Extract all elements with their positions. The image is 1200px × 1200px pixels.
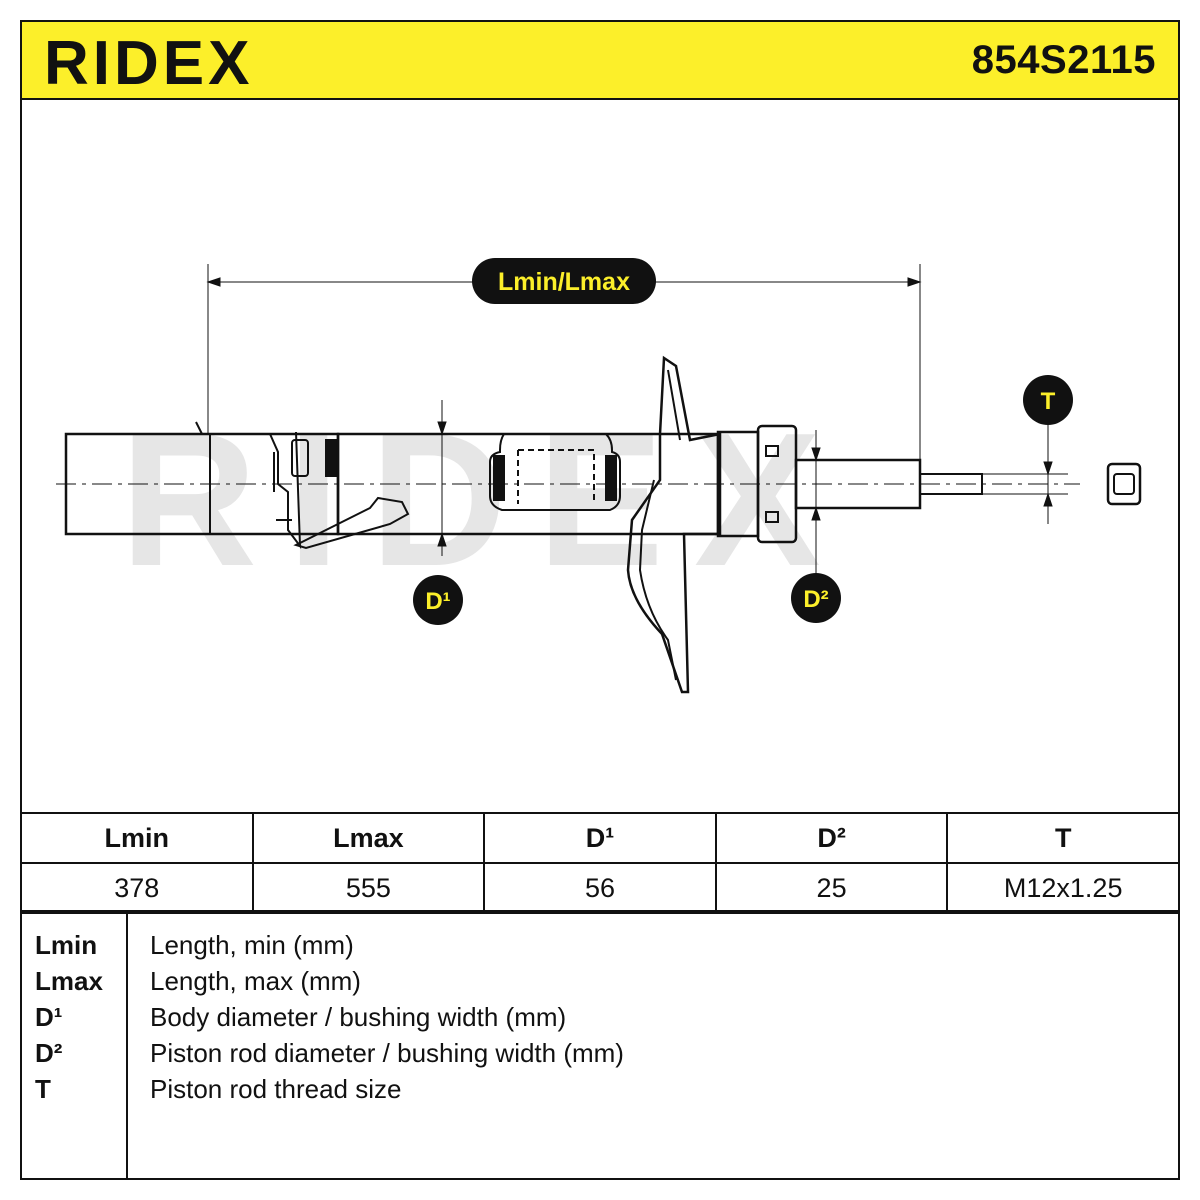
spec-header-lmax: Lmax [251, 812, 486, 864]
rod-nut-hole [1113, 473, 1135, 495]
spec-header-t: T [946, 812, 1180, 864]
d1-arrow-bottom [437, 532, 447, 547]
legend-item: Lmax Length, max (mm) [22, 966, 1172, 1002]
t-arrow-top [1043, 461, 1053, 476]
spec-value-d1: 56 [483, 862, 717, 914]
brand-logo: RIDEX [44, 29, 253, 94]
t-arrow-bottom [1043, 492, 1053, 507]
strut-outline [56, 355, 1142, 694]
legend-item: Lmin Length, min (mm) [22, 930, 1172, 966]
bushing-right [605, 455, 617, 501]
d1-label-badge [413, 575, 463, 625]
spec-header-d2: D² [714, 812, 949, 864]
d2-label: D² [803, 586, 828, 613]
bushing-left [493, 455, 505, 501]
part-number: 854S2115 [971, 38, 1156, 82]
legend-key: D² [35, 1038, 63, 1068]
d1-arrow-top [437, 421, 447, 436]
spec-header-d1: D¹ [483, 812, 717, 864]
mount-slot-upper [765, 445, 779, 457]
legend-desc: Piston rod thread size [150, 1074, 402, 1104]
inner-dashed-outline [517, 449, 595, 504]
spec-table-header-row: Lmin Lmax D¹ D² T [20, 812, 1180, 864]
legend-box: Lmin Length, min (mm) Lmax Length, max (… [20, 910, 1180, 1180]
length-label-pill [472, 258, 656, 304]
t-label: T [1041, 388, 1056, 415]
spring-seat-lower [489, 433, 621, 511]
spec-table: Lmin Lmax D¹ D² T 378 555 56 25 M12x1.25 [20, 812, 1180, 914]
shock-absorber-drawing: RIDEX [56, 258, 1142, 694]
length-label: Lmin/Lmax [498, 268, 630, 296]
spec-header-lmin: Lmin [20, 812, 254, 864]
legend-desc: Length, max (mm) [150, 966, 361, 996]
left-bracket [195, 421, 302, 550]
bracket-clip [325, 439, 339, 477]
spring-plate-detail [638, 369, 681, 681]
lmin-arrow-left [206, 277, 221, 287]
spec-table-value-row: 378 555 56 25 M12x1.25 [20, 862, 1180, 914]
rod-thread [919, 473, 983, 495]
dimension-lines [206, 264, 1068, 588]
d1-label: D¹ [425, 588, 450, 615]
lmin-arrow-right [907, 277, 922, 287]
header-bar: RIDEX 854S2115 [20, 20, 1180, 100]
brake-line-bracket [293, 496, 410, 550]
legend-item: D² Piston rod diameter / bushing width (… [22, 1038, 1172, 1074]
spec-value-lmax: 555 [251, 862, 486, 914]
legend-key: Lmin [35, 930, 98, 960]
spec-value-lmin: 378 [20, 862, 254, 914]
legend-desc: Piston rod diameter / bushing width (mm) [150, 1038, 624, 1068]
legend-desc: Body diameter / bushing width (mm) [150, 1002, 567, 1032]
legend-item: T Piston rod thread size [22, 1074, 1172, 1110]
legend-key: D¹ [35, 1002, 63, 1032]
spec-value-d2: 25 [714, 862, 949, 914]
t-label-badge [1023, 375, 1073, 425]
d2-arrow-top [811, 447, 821, 462]
legend-item: D¹ Body diameter / bushing width (mm) [22, 1002, 1172, 1038]
mount-slot-lower [765, 511, 779, 523]
rod-nut [1106, 462, 1142, 506]
legend-key: Lmax [35, 966, 103, 996]
spring-plate [626, 355, 722, 694]
d2-arrow-bottom [811, 506, 821, 521]
bracket-slot [291, 439, 309, 477]
legend-desc: Length, min (mm) [150, 930, 354, 960]
brand-logo-text: RIDEX [44, 29, 253, 94]
spec-value-t: M12x1.25 [946, 862, 1180, 914]
legend-divider [126, 912, 128, 1178]
d2-label-badge [791, 573, 841, 623]
watermark-text: RIDEX [120, 394, 851, 606]
legend-key: T [35, 1074, 51, 1104]
